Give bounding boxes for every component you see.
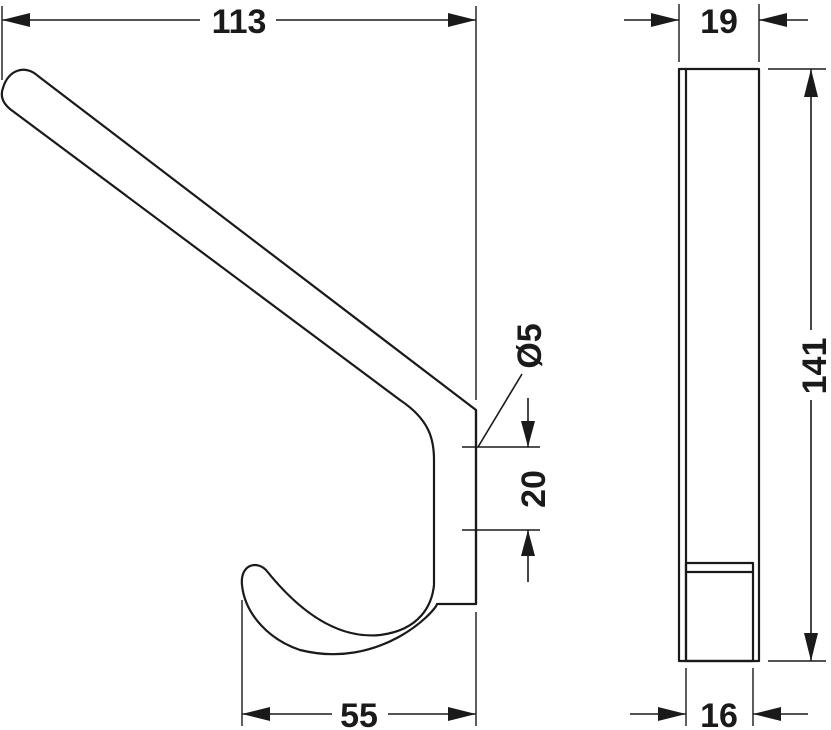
dimension-value: 19 <box>700 3 738 41</box>
side-view <box>677 67 761 663</box>
dimension-55: 55 <box>241 600 477 730</box>
side-hook-end <box>684 561 755 663</box>
dimension-value: 20 <box>515 470 553 508</box>
front-view <box>0 68 488 656</box>
arrow-head <box>2 13 30 27</box>
dimension-19: 19 <box>624 3 808 62</box>
dimension-value: 55 <box>340 697 378 730</box>
dimension-141: 141 <box>768 68 831 662</box>
arrow-head <box>521 530 535 556</box>
arrow-head <box>521 421 535 447</box>
arrow-head <box>448 707 476 721</box>
dimension-113: 113 <box>1 3 477 400</box>
dimension-value: 16 <box>700 697 738 730</box>
dimension-value: 141 <box>796 338 831 395</box>
dimension-diameter: Ø5 <box>477 323 549 448</box>
arrow-head <box>448 13 476 27</box>
leader-line <box>477 373 523 448</box>
dimension-value: 113 <box>212 3 267 41</box>
dimension-16: 16 <box>630 668 808 730</box>
arrow-head <box>804 69 818 97</box>
dimension-value: Ø5 <box>511 323 549 368</box>
arrow-head <box>804 633 818 661</box>
dimension-20: 20 <box>488 398 553 582</box>
arrow-head <box>242 707 270 721</box>
arrow-head <box>759 13 787 27</box>
arrow-head <box>753 707 781 721</box>
hook-outline <box>0 68 478 656</box>
arrow-head <box>658 707 686 721</box>
arrow-head <box>651 13 679 27</box>
